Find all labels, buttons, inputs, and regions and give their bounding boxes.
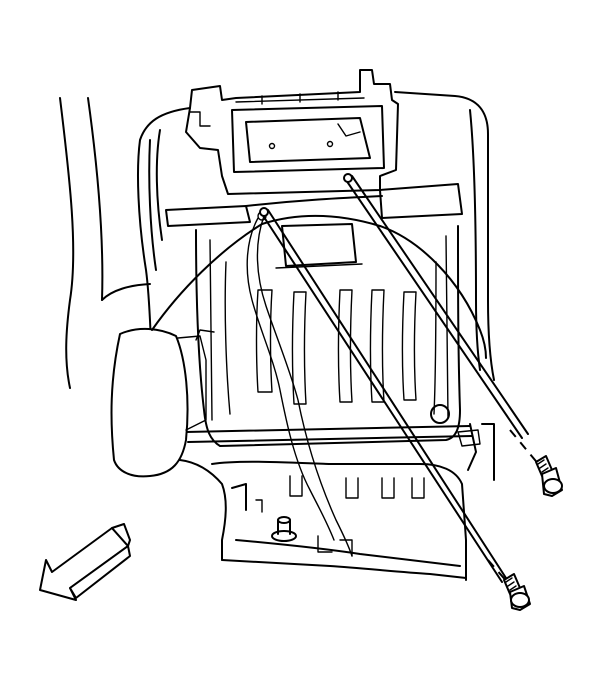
direction-arrow-icon bbox=[39, 523, 131, 601]
bolt-icon-upper bbox=[535, 455, 563, 497]
cross-strap bbox=[165, 183, 463, 227]
side-bolster bbox=[110, 328, 215, 478]
retaining-rods bbox=[259, 173, 529, 583]
top-bracket bbox=[185, 69, 399, 195]
bolt-icon-lower bbox=[503, 573, 531, 611]
lower-crossbar bbox=[185, 423, 495, 481]
seat-base bbox=[179, 459, 467, 581]
door-panel bbox=[59, 97, 151, 389]
fastener-paths bbox=[487, 429, 541, 593]
seat-frame-outer bbox=[137, 91, 495, 453]
seat-pan bbox=[195, 223, 461, 447]
